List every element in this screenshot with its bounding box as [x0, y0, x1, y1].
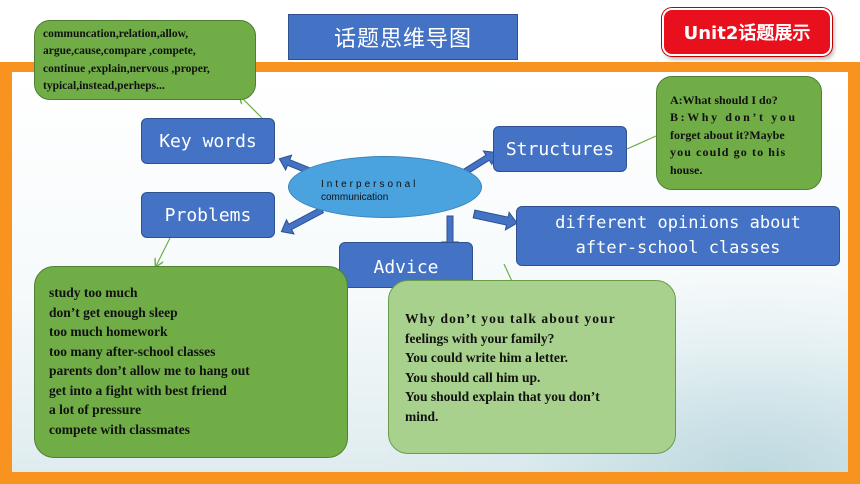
problem-item: get into a fight with best friend — [49, 382, 227, 398]
node-problems: Problems — [141, 192, 275, 238]
page-title: 话题思维导图 — [288, 14, 518, 60]
node-key-words: Key words — [141, 118, 275, 164]
top-orange-line — [0, 62, 860, 72]
advice-item: You should explain that you don’t — [405, 389, 600, 405]
advice-item: You could write him a letter. — [405, 350, 568, 366]
problems-box: study too much don’t get enough sleep to… — [34, 266, 348, 458]
unit-badge: Unit2话题展示 — [662, 8, 832, 56]
key-words-line: argue,cause,compare ,compete, — [43, 45, 196, 58]
problem-item: parents don’t allow me to hang out — [49, 363, 250, 379]
opinions-line: different opinions about — [555, 213, 801, 234]
problem-item: study too much — [49, 285, 138, 300]
problem-item: too much homework — [49, 324, 168, 340]
structures-line: B:Why don’t you — [670, 110, 798, 125]
advice-item: mind. — [405, 408, 439, 424]
node-different-opinions: different opinions about after-school cl… — [516, 206, 840, 266]
structures-line: forget about it?Maybe — [670, 127, 785, 142]
center-line-2: communication — [321, 191, 389, 203]
center-line-1: Interpersonal — [321, 179, 419, 190]
problem-item: compete with classmates — [49, 421, 190, 437]
structures-box: A:What should I do? B:Why don’t you forg… — [656, 76, 822, 190]
structures-line: you could go to his — [670, 145, 787, 160]
structures-line: A:What should I do? — [670, 93, 778, 107]
key-words-line: continue ,explain,nervous ,proper, — [43, 62, 210, 75]
node-structures: Structures — [493, 126, 627, 172]
key-words-line: communcation,relation,allow, — [43, 28, 189, 40]
advice-item: feelings with your family? — [405, 330, 555, 346]
center-node-interpersonal-communication: Interpersonal communication — [288, 156, 482, 218]
structures-line: house. — [670, 162, 703, 177]
advice-box: Why don’t you talk about your feelings w… — [388, 280, 676, 454]
advice-item: Why don’t you talk about your — [405, 311, 616, 326]
key-words-line: typical,instead,perheps... — [43, 79, 165, 92]
problem-item: don’t get enough sleep — [49, 304, 178, 320]
advice-item: You should call him up. — [405, 369, 541, 385]
problem-item: too many after-school classes — [49, 343, 216, 359]
opinions-line: after-school classes — [575, 238, 781, 258]
key-words-box: communcation,relation,allow, argue,cause… — [34, 20, 256, 100]
problem-item: a lot of pressure — [49, 402, 142, 418]
